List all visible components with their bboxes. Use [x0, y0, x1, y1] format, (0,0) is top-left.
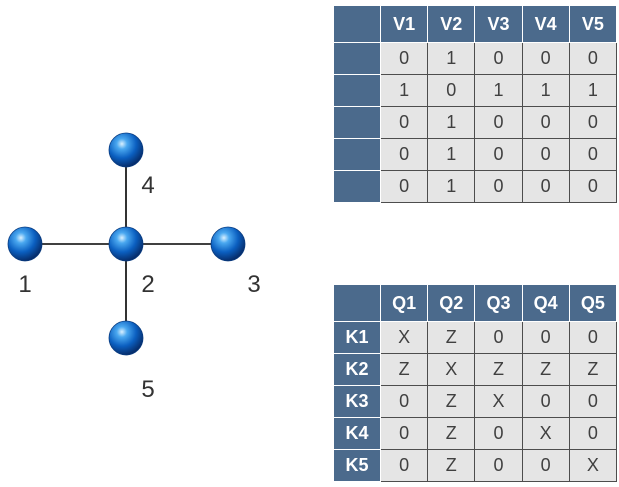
graph-node [108, 320, 144, 356]
column-header: Q3 [474, 284, 523, 322]
table-cell: 0 [379, 138, 429, 171]
table-cell: 1 [427, 106, 476, 139]
corner-cell [333, 5, 381, 43]
table-cell: 0 [474, 42, 523, 75]
row-header [333, 106, 381, 139]
table-cell: 0 [521, 321, 570, 354]
table-row: K1 X Z 0 0 0 [333, 321, 618, 354]
table-cell: 0 [521, 170, 570, 203]
table-cell: 0 [521, 42, 570, 75]
adjacency-matrix-table: V1 V2 V3 V4 V5 0 1 0 0 0 1 0 1 1 1 0 1 0 [333, 5, 618, 203]
table-cell: 0 [521, 106, 570, 139]
table-cell: 1 [521, 74, 570, 107]
row-header [333, 138, 381, 171]
row-header [333, 170, 381, 203]
column-header: V5 [568, 5, 618, 43]
graph-node [108, 226, 144, 262]
node-label: 1 [18, 271, 31, 298]
table-cell: 0 [568, 138, 618, 171]
table-row: K3 0 Z X 0 0 [333, 385, 618, 418]
column-header: Q2 [427, 284, 476, 322]
table-cell: 0 [521, 138, 570, 171]
table-row: 0 1 0 0 0 [333, 138, 618, 171]
node-label: 5 [141, 376, 154, 403]
star-graph: 1 2 3 4 5 [7, 132, 261, 403]
table-row: K5 0 Z 0 0 X [333, 449, 618, 482]
row-header: K5 [333, 449, 381, 482]
row-header: K3 [333, 385, 381, 418]
table-row: 0 1 0 0 0 [333, 106, 618, 139]
column-header: V1 [379, 5, 429, 43]
table-cell: Z [521, 353, 570, 386]
table-cell: 0 [379, 449, 429, 482]
graph-node [210, 226, 246, 262]
table-cell: X [474, 385, 523, 418]
table-row: 0 1 0 0 0 [333, 42, 618, 75]
table-cell: Z [568, 353, 618, 386]
column-header: Q5 [568, 284, 618, 322]
table-cell: 0 [568, 170, 618, 203]
row-header [333, 74, 381, 107]
table-cell: 0 [427, 74, 476, 107]
state-matrix-table: Q1 Q2 Q3 Q4 Q5 K1 X Z 0 0 0 K2 Z X Z Z Z… [333, 284, 618, 482]
table-row: 1 0 1 1 1 [333, 74, 618, 107]
table-cell: 1 [427, 170, 476, 203]
table-cell: 0 [474, 449, 523, 482]
table-cell: X [521, 417, 570, 450]
table-cell: 0 [568, 417, 618, 450]
graph-node [7, 226, 43, 262]
table-row: K4 0 Z 0 X 0 [333, 417, 618, 450]
row-header: K2 [333, 353, 381, 386]
node-label: 3 [247, 271, 260, 298]
row-header: K4 [333, 417, 381, 450]
table-cell: 0 [568, 42, 618, 75]
table-row: K2 Z X Z Z Z [333, 353, 618, 386]
table-header-row: V1 V2 V3 V4 V5 [333, 5, 618, 43]
row-header: K1 [333, 321, 381, 354]
table-cell: 1 [427, 42, 476, 75]
table-cell: 0 [474, 417, 523, 450]
table-cell: X [379, 321, 429, 354]
table-cell: 0 [521, 449, 570, 482]
column-header: V3 [474, 5, 523, 43]
graph-nodes: 1 2 3 4 5 [7, 132, 261, 403]
table-cell: 1 [474, 74, 523, 107]
table-cell: 0 [568, 385, 618, 418]
table-cell: 0 [379, 106, 429, 139]
corner-cell [333, 284, 381, 322]
column-header: Q1 [379, 284, 429, 322]
table-cell: 0 [568, 321, 618, 354]
table-cell: 0 [379, 417, 429, 450]
table-cell: 0 [379, 170, 429, 203]
table-cell: 0 [474, 170, 523, 203]
column-header: V4 [521, 5, 570, 43]
table-cell: 0 [474, 138, 523, 171]
column-header: V2 [427, 5, 476, 43]
node-label: 4 [141, 172, 154, 199]
node-label: 2 [141, 271, 154, 298]
table-cell: Z [427, 385, 476, 418]
table-cell: 0 [521, 385, 570, 418]
table-cell: Z [427, 417, 476, 450]
graph-node [108, 132, 144, 168]
table-cell: 1 [379, 74, 429, 107]
table-cell: 0 [379, 385, 429, 418]
table-row: 0 1 0 0 0 [333, 170, 618, 203]
table-header-row: Q1 Q2 Q3 Q4 Q5 [333, 284, 618, 322]
table-cell: 0 [379, 42, 429, 75]
table-cell: X [427, 353, 476, 386]
table-cell: 0 [568, 106, 618, 139]
table-cell: Z [474, 353, 523, 386]
table-cell: Z [379, 353, 429, 386]
table-cell: 0 [474, 321, 523, 354]
column-header: Q4 [521, 284, 570, 322]
row-header [333, 42, 381, 75]
table-cell: X [568, 449, 618, 482]
table-cell: Z [427, 321, 476, 354]
table-cell: Z [427, 449, 476, 482]
table-cell: 1 [427, 138, 476, 171]
table-cell: 1 [568, 74, 618, 107]
table-cell: 0 [474, 106, 523, 139]
